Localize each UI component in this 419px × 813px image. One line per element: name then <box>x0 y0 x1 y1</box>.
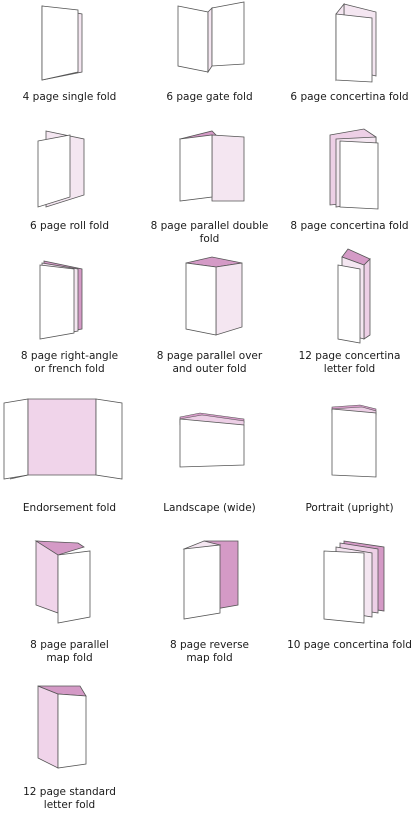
center-panel <box>207 7 213 74</box>
front-panel <box>179 134 213 202</box>
concertina-10-illustration <box>323 540 385 624</box>
fold-label: 6 page concertina fold <box>290 91 409 103</box>
parallel-map-fold-illustration <box>34 540 91 624</box>
concertina-letter-illustration <box>337 248 371 344</box>
endorsement-fold-illustration <box>3 398 123 480</box>
concertina-fold-illustration <box>335 2 377 83</box>
fold-item-landscape: Landscape (wide) <box>140 395 279 520</box>
fold-item-8-page-concertina: 8 page concertina fold <box>280 125 419 240</box>
reverse-map-fold-illustration <box>182 540 239 620</box>
front-panel <box>37 134 71 208</box>
parallel-over-fold-illustration <box>185 256 243 336</box>
front-panel <box>39 264 75 340</box>
back-panel <box>215 262 243 336</box>
fold-label: 12 page concertina letter fold <box>298 350 401 375</box>
fold-item-10-page-concertina: 10 page concertina fold <box>280 535 419 670</box>
front-panel <box>339 140 379 210</box>
fold-item-8-page-reverse-map: 8 page reverse map fold <box>140 535 279 670</box>
gate-fold-illustration <box>177 1 245 74</box>
fold-item-8-page-parallel-over: 8 page parallel over and outer fold <box>140 255 279 375</box>
concertina-8-illustration <box>329 128 379 210</box>
front-panel <box>41 5 79 81</box>
front-panel <box>335 13 373 83</box>
landscape-fold-illustration <box>179 412 245 468</box>
fold-item-6-page-roll: 6 page roll fold <box>0 125 139 240</box>
standard-letter-fold-illustration <box>37 685 87 769</box>
fold-item-8-page-parallel-map: 8 page parallel map fold <box>0 535 139 670</box>
top-flap <box>34 540 85 556</box>
fold-label: 8 page parallel double fold <box>150 220 269 245</box>
fold-label: 8 page right-angle or french fold <box>20 350 119 375</box>
fold-label: Portrait (upright) <box>305 502 394 514</box>
fold-item-portrait: Portrait (upright) <box>280 395 419 520</box>
fold-label: Landscape (wide) <box>163 502 256 514</box>
center-panel <box>27 398 97 476</box>
right-panel <box>95 398 123 480</box>
fold-item-endorsement: Endorsement fold <box>0 395 139 520</box>
right-angle-fold-illustration <box>39 260 83 340</box>
front-panel <box>185 262 217 336</box>
fold-label: 6 page gate fold <box>166 91 253 103</box>
left-panel <box>177 5 209 73</box>
front-panel <box>57 693 87 769</box>
fold-item-12-page-standard-letter: 12 page standard letter fold <box>0 680 139 813</box>
fold-item-4-page-single: 4 page single fold <box>0 0 139 115</box>
portrait-fold-illustration <box>331 404 377 478</box>
fold-line <box>9 474 29 480</box>
front-cover <box>179 418 245 468</box>
fold-label: Endorsement fold <box>22 502 117 514</box>
back-panel <box>363 258 371 340</box>
back-panel <box>211 134 245 202</box>
fold-label: 4 page single fold <box>22 91 117 103</box>
fold-item-8-page-right-angle: 8 page right-angle or french fold <box>0 255 139 375</box>
right-panel <box>211 1 245 67</box>
front-panel <box>337 264 361 344</box>
back-panel <box>37 685 59 769</box>
front-panel <box>183 544 221 620</box>
fold-label: 12 page standard letter fold <box>23 786 116 811</box>
left-panel <box>3 398 29 480</box>
fold-label: 6 page roll fold <box>30 220 109 232</box>
fold-label: 10 page concertina fold <box>287 639 412 651</box>
fold-label: 8 page concertina fold <box>290 220 409 232</box>
single-fold-illustration <box>41 5 83 81</box>
roll-fold-illustration <box>37 130 85 208</box>
fold-item-6-page-concertina: 6 page concertina fold <box>280 0 419 115</box>
fold-label: 8 page parallel over and outer fold <box>156 350 263 375</box>
parallel-double-fold-illustration <box>178 130 245 202</box>
fold-item-6-page-gate: 6 page gate fold <box>140 0 279 115</box>
front-panel <box>57 550 91 624</box>
panel-front <box>323 550 365 624</box>
fold-item-8-page-parallel-double: 8 page parallel double fold <box>140 125 279 245</box>
fold-label: 8 page reverse map fold <box>169 639 250 664</box>
fold-label: 8 page parallel map fold <box>30 639 109 664</box>
front-cover <box>331 408 377 478</box>
fold-item-12-page-concertina-letter: 12 page concertina letter fold <box>280 245 419 375</box>
